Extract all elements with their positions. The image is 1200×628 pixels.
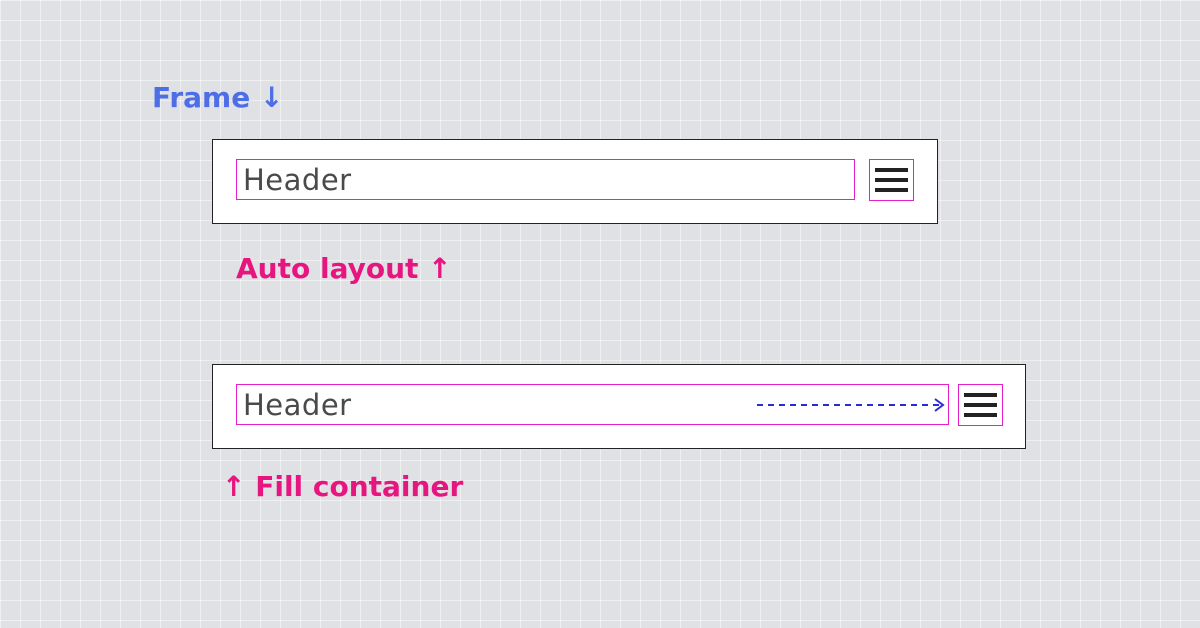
- hamburger-menu-icon: [875, 168, 908, 192]
- dashed-right-arrow-icon: [757, 398, 945, 412]
- header-text: Header: [243, 163, 352, 197]
- up-arrow-icon: ↑: [222, 470, 246, 503]
- header-text-box: Header: [236, 384, 949, 425]
- fill-container-label-text: Fill container: [255, 470, 464, 503]
- down-arrow-icon: ↓: [259, 81, 284, 114]
- auto-layout-label-text: Auto layout: [236, 252, 419, 285]
- frame-fill-container-example: Header: [212, 364, 1026, 449]
- header-text: Header: [243, 388, 352, 422]
- hamburger-menu-box: [958, 384, 1003, 426]
- up-arrow-icon: ↑: [428, 252, 452, 285]
- hamburger-menu-icon: [964, 393, 997, 417]
- auto-layout-label: Auto layout ↑: [236, 255, 452, 283]
- fill-container-label: ↑ Fill container: [222, 473, 463, 501]
- frame-label: Frame ↓: [152, 84, 283, 112]
- frame-auto-layout-example: Header: [212, 139, 938, 224]
- hamburger-menu-box: [869, 159, 914, 201]
- header-text-box: Header: [236, 159, 855, 200]
- frame-label-text: Frame: [152, 81, 251, 114]
